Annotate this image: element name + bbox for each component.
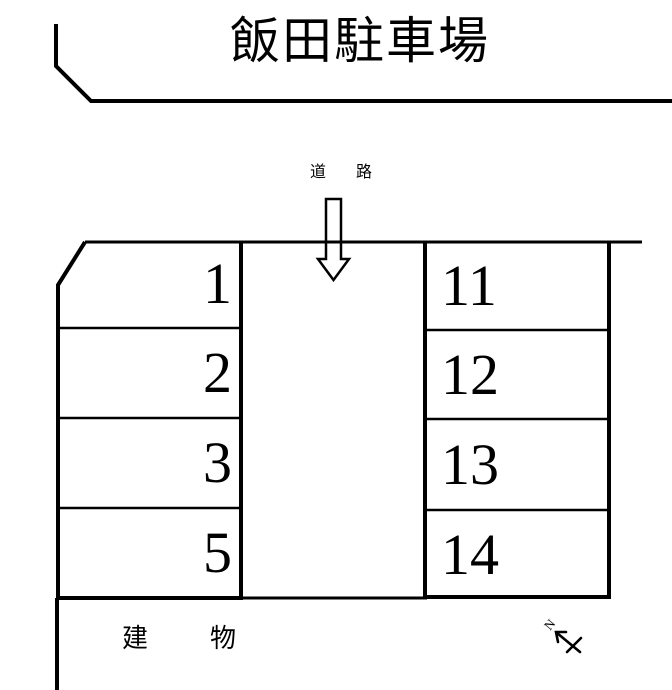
- stall-number-5: 5: [203, 520, 232, 585]
- stall-number-3: 3: [203, 430, 232, 495]
- north-arrow-icon: N: [541, 616, 583, 654]
- road-label: 道 路: [309, 162, 379, 181]
- header-rule: [54, 24, 672, 103]
- stall-number-13: 13: [441, 432, 499, 497]
- stall-number-12: 12: [441, 342, 499, 407]
- compass-north-letter: N: [541, 616, 559, 633]
- stall-number-1: 1: [203, 251, 232, 316]
- left-parking-block: [56, 240, 243, 600]
- building-label: 建 物: [122, 624, 255, 654]
- stall-number-2: 2: [203, 340, 232, 405]
- road-arrow-icon: [315, 197, 352, 283]
- stall-number-14: 14: [441, 522, 499, 587]
- right-parking-block: [423, 242, 611, 599]
- page-title: 飯田駐車場: [230, 12, 490, 70]
- stall-number-11: 11: [441, 253, 497, 318]
